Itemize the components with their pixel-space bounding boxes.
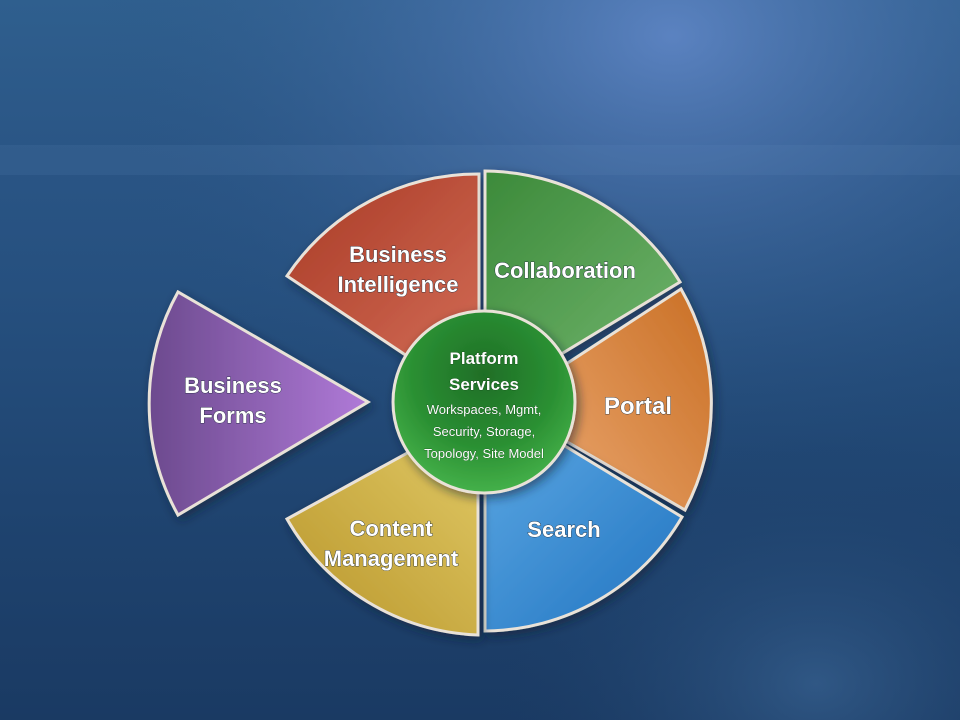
hub-title-line2: Services	[449, 375, 519, 394]
segment-portal-label: Portal	[604, 393, 672, 420]
hub-subtitle-line3: Topology, Site Model	[424, 446, 544, 461]
segment-content-management-label-line2: Management	[324, 546, 459, 571]
segment-business-intelligence-label-line1: Business	[349, 242, 447, 267]
segment-search-label: Search	[527, 517, 600, 542]
hub-title-line1: Platform	[450, 349, 519, 368]
hub-subtitle-line1: Workspaces, Mgmt,	[427, 402, 542, 417]
background-band	[0, 145, 960, 175]
segment-content-management-label-line1: Content	[349, 516, 433, 541]
segment-business-forms-label-line2: Forms	[199, 403, 266, 428]
segment-collaboration-label: Collaboration	[494, 258, 636, 283]
segment-business-forms-label-line1: Business	[184, 373, 282, 398]
platform-services-hub[interactable]	[391, 309, 577, 495]
segment-business-forms[interactable]	[147, 289, 371, 518]
segment-business-intelligence-label-line2: Intelligence	[337, 272, 458, 297]
hub-subtitle-line2: Security, Storage,	[433, 424, 535, 439]
